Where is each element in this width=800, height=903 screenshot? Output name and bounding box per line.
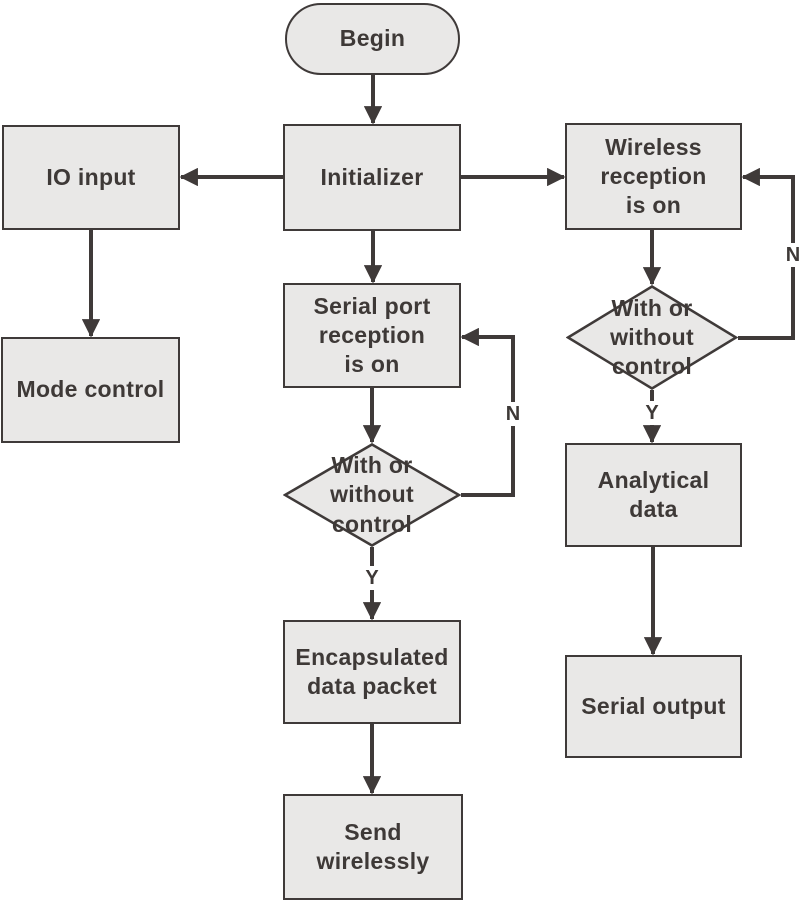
node-mode-control-label: Mode control [16, 376, 165, 403]
diamond-shape [566, 285, 738, 390]
node-serial-decision: With or without control [283, 443, 461, 547]
node-serial-port-reception: Serial port reception is on [283, 283, 461, 388]
edge-label-serial-yes: Y [363, 566, 381, 590]
node-begin-label: Begin [339, 25, 406, 52]
node-encapsulated-packet-label: Encapsulated data packet [295, 643, 449, 699]
node-encapsulated-packet: Encapsulated data packet [283, 620, 461, 724]
node-serial-output: Serial output [565, 655, 742, 758]
node-send-wirelessly-label: Send wirelessly [316, 818, 430, 874]
node-analytical-data: Analytical data [565, 443, 742, 547]
node-wireless-reception: Wireless reception is on [565, 123, 742, 230]
node-mode-control: Mode control [1, 337, 180, 443]
node-wireless-reception-label: Wireless reception is on [600, 133, 707, 219]
node-analytical-data-label: Analytical data [597, 466, 710, 522]
node-serial-port-reception-label: Serial port reception is on [313, 292, 431, 378]
edge-label-wireless-yes: Y [643, 401, 661, 425]
node-wireless-decision-label: With or without control [610, 294, 694, 380]
node-serial-decision-label: With or without control [330, 452, 414, 537]
node-begin: Begin [285, 3, 460, 75]
node-io-input: IO input [2, 125, 180, 230]
node-initializer-label: Initializer [320, 163, 424, 190]
edge-label-serial-loop-no: N [503, 402, 523, 426]
node-initializer: Initializer [283, 124, 461, 231]
node-send-wirelessly: Send wirelessly [283, 794, 463, 900]
diamond-shape [283, 443, 461, 547]
node-io-input-label: IO input [46, 163, 136, 190]
edge-label-wireless-loop-no: N [783, 243, 800, 267]
node-wireless-decision: With or without control [566, 285, 738, 390]
node-serial-output-label: Serial output [581, 692, 726, 719]
